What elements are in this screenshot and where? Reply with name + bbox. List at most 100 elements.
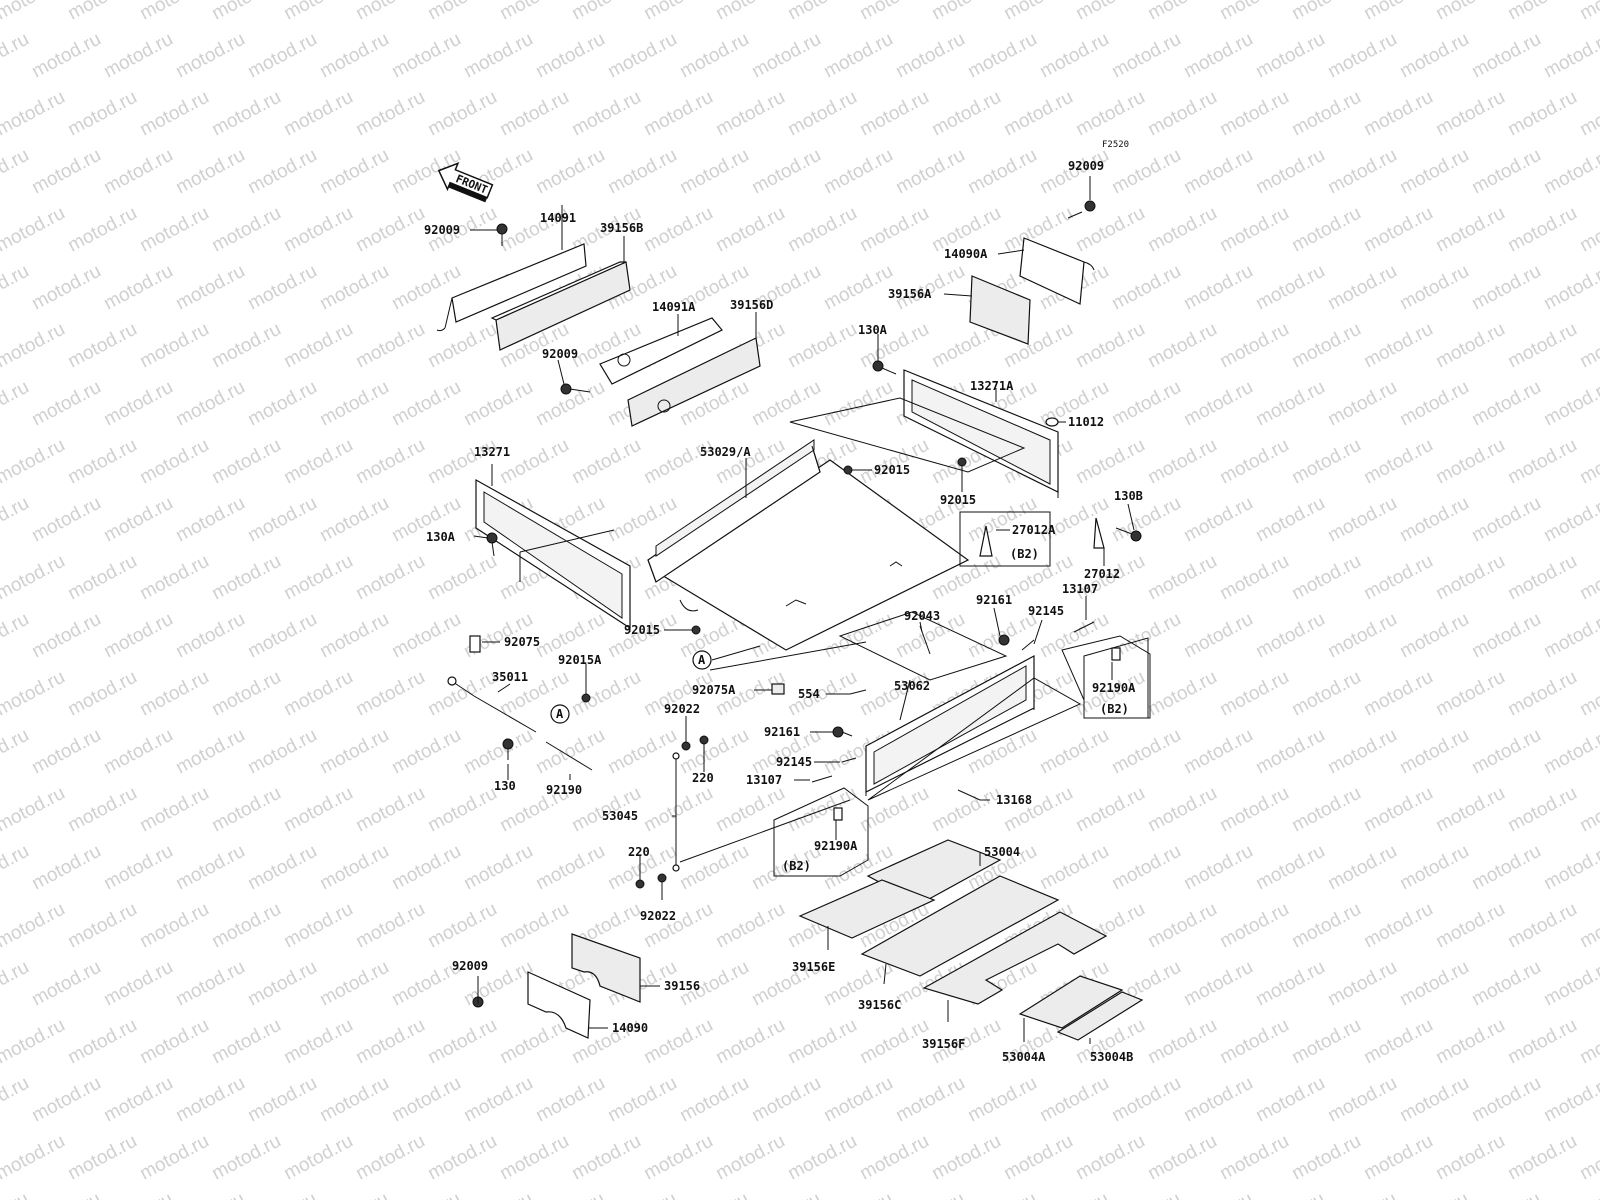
watermark-text: motod.ru [1072,203,1148,257]
watermark-text: motod.ru [496,0,572,24]
watermark-text: motod.ru [0,1073,33,1127]
bolt-130 [502,738,514,760]
watermark-text: motod.ru [1432,435,1508,489]
bed-shadow-outline [838,611,1008,681]
watermark-text: motod.ru [1252,145,1328,199]
watermark-text: motod.ru [388,725,464,779]
watermark-text: motod.ru [1576,1015,1600,1069]
nut-92015-left [691,625,701,635]
watermark-text: motod.ru [1216,899,1292,953]
mat-39156E [798,879,936,939]
mat-39156F [922,911,1108,1005]
watermark-text: motod.ru [1072,1131,1148,1185]
watermark-text: motod.ru [136,667,212,721]
watermark-text: motod.ru [0,87,69,141]
front-arrow-icon: FRONT [437,161,494,203]
watermark-text: motod.ru [1144,1131,1220,1185]
mat-39156C [860,875,1060,977]
watermark-text: motod.ru [1144,203,1220,257]
watermark-text: motod.ru [0,1131,69,1185]
watermark-text: motod.ru [244,725,320,779]
watermark-text: motod.ru [856,435,932,489]
watermark-text: motod.ru [1360,435,1436,489]
watermark-text: motod.ru [0,145,33,199]
watermark-text: motod.ru [1576,899,1600,953]
watermark-text: motod.ru [1252,957,1328,1011]
watermark-text: motod.ru [1288,0,1364,24]
watermark-text: motod.ru [1396,957,1472,1011]
watermark-text: motod.ru [280,783,356,837]
watermark-text: motod.ru [1252,1189,1328,1200]
label-53004B: 53004B [1090,1050,1133,1064]
label-92075: 92075 [504,635,540,649]
watermark-text: motod.ru [316,725,392,779]
watermark-text: motod.ru [1252,29,1328,83]
watermark-text: motod.ru [0,377,33,431]
pin-13107-bot [811,775,833,783]
watermark-text: motod.ru [172,725,248,779]
watermark-text: motod.ru [1504,551,1580,605]
watermark-text: motod.ru [748,377,824,431]
watermark-text: motod.ru [640,1015,716,1069]
watermark-text: motod.ru [0,1189,33,1200]
label-35011: 35011 [492,670,528,684]
watermark-text: motod.ru [1252,609,1328,663]
watermark-text: motod.ru [1108,261,1184,315]
watermark-text: motod.ru [1288,899,1364,953]
watermark-text: motod.ru [496,1131,572,1185]
watermark-text: motod.ru [1396,377,1472,431]
watermark-text: motod.ru [496,899,572,953]
rod-92190 [545,741,593,771]
watermark-text: motod.ru [316,957,392,1011]
pad-39156D [627,337,761,427]
watermark-text: motod.ru [1504,899,1580,953]
watermark-text: motod.ru [280,319,356,373]
bracket-27012A [959,511,1051,567]
watermark-text: motod.ru [1252,841,1328,895]
watermark-text: motod.ru [964,1073,1040,1127]
watermark-text: motod.ru [1396,1073,1472,1127]
watermark-text: motod.ru [1432,87,1508,141]
watermark-text: motod.ru [856,87,932,141]
side-guard-14091A [599,317,723,385]
watermark-text: motod.ru [352,87,428,141]
watermark-text: motod.ru [1216,551,1292,605]
watermark-text: motod.ru [0,1015,69,1069]
watermark-text: motod.ru [1288,203,1364,257]
watermark-text: motod.ru [1324,725,1400,779]
watermark-text: motod.ru [1504,87,1580,141]
watermark-text: motod.ru [1468,493,1544,547]
watermark-text: motod.ru [748,145,824,199]
watermark-text: motod.ru [1144,1015,1220,1069]
watermark-text: motod.ru [460,1073,536,1127]
watermark-text: motod.ru [820,145,896,199]
label-13107-top: 13107 [1062,582,1098,596]
watermark-text: motod.ru [172,493,248,547]
watermark-text: motod.ru [1504,0,1580,24]
watermark-text: motod.ru [1216,435,1292,489]
watermark-text: motod.ru [64,319,140,373]
watermark-text: motod.ru [1540,493,1600,547]
label-27012: 27012 [1084,567,1120,581]
watermark-text: motod.ru [100,145,176,199]
watermark-text: motod.ru [784,87,860,141]
watermark-text: motod.ru [0,957,33,1011]
watermark-text: motod.ru [676,29,752,83]
watermark-text: motod.ru [640,1131,716,1185]
watermark-text: motod.ru [892,29,968,83]
watermark-text: motod.ru [172,377,248,431]
watermark-text: motod.ru [1468,377,1544,431]
watermark-text: motod.ru [1432,203,1508,257]
watermark-text: motod.ru [316,29,392,83]
label-14090: 14090 [612,1021,648,1035]
watermark-text: motod.ru [1468,29,1544,83]
label-92043: 92043 [904,609,940,623]
watermark-text: motod.ru [1504,1131,1580,1185]
watermark-text: motod.ru [1396,841,1472,895]
watermark-text: motod.ru [748,1073,824,1127]
watermark-text: motod.ru [1396,145,1472,199]
watermark-text: motod.ru [280,551,356,605]
watermark-text: motod.ru [676,1189,752,1200]
watermark-text: motod.ru [568,87,644,141]
